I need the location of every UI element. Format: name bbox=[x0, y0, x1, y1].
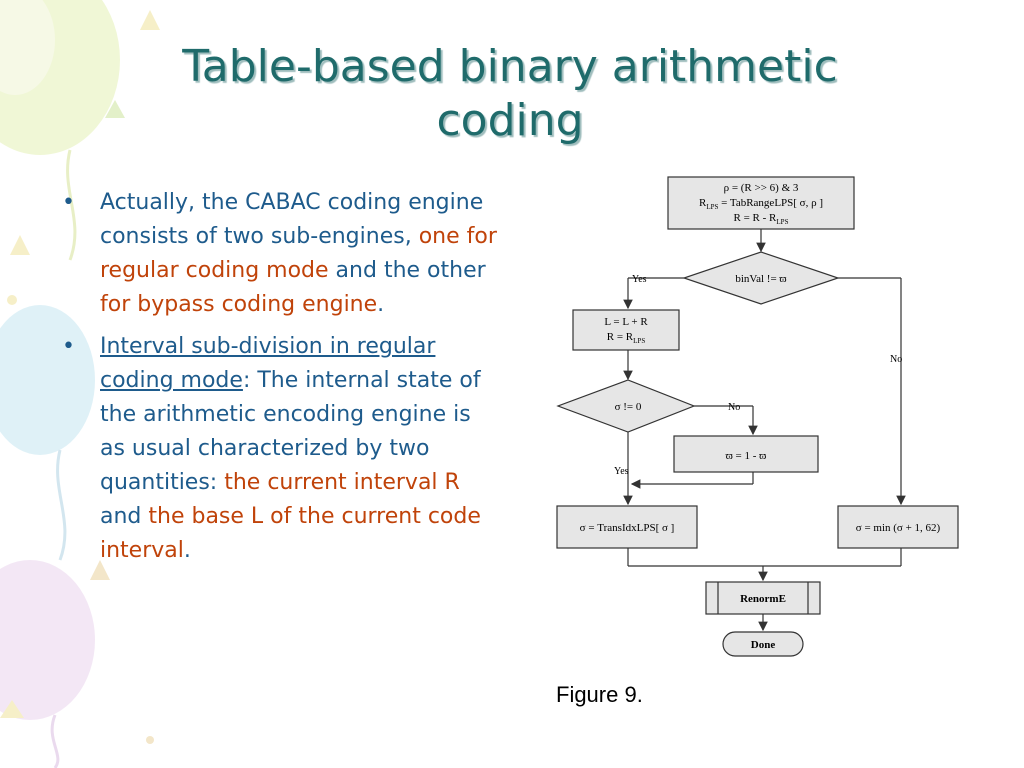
flowchart-box-transidx bbox=[556, 505, 698, 549]
lr-box-line1: L = L + R bbox=[604, 316, 648, 328]
bullet-highlight: the base L of the current code interval bbox=[100, 504, 481, 563]
decision1-label: binVal != ϖ bbox=[735, 273, 786, 285]
bullet-text: : The internal state of the arithmetic e… bbox=[100, 368, 481, 495]
top-box-line1: ρ = (R >> 6) & 3 bbox=[724, 182, 799, 194]
bullet-link[interactable]: Interval sub-division in regular coding … bbox=[100, 334, 436, 393]
decision2-label: σ != 0 bbox=[615, 401, 642, 413]
bullet-highlight: one for regular coding mode bbox=[100, 224, 497, 283]
bullet-item: • Interval sub-division in regular codin… bbox=[62, 330, 502, 568]
yes-label-1: Yes bbox=[632, 274, 647, 285]
done-label: Done bbox=[751, 639, 776, 651]
flowchart-box-lr bbox=[572, 309, 680, 351]
flowchart-box-min bbox=[837, 505, 959, 549]
bullet-highlight: the current interval R bbox=[224, 470, 460, 495]
bullet-text: and bbox=[100, 504, 149, 529]
figure-caption: Figure 9. bbox=[556, 682, 643, 707]
bullet-text: and the other bbox=[328, 258, 486, 283]
bullet-text: . bbox=[377, 292, 385, 317]
yes-label-2: Yes bbox=[614, 466, 629, 477]
transidx-box-label: σ = TransIdxLPS[ σ ] bbox=[580, 522, 675, 534]
no-label-1: No bbox=[890, 354, 902, 365]
bullet-dot-icon: • bbox=[62, 334, 75, 359]
flowchart-box-w bbox=[673, 435, 819, 473]
renorm-box-label: RenormE bbox=[740, 593, 786, 605]
bullet-item: • Actually, the CABAC coding engine cons… bbox=[62, 186, 502, 322]
flowchart-diagram: ρ = (R >> 6) & 3 RLPS = TabRangeLPS[ σ, … bbox=[556, 176, 959, 657]
bullet-text: . bbox=[183, 538, 191, 563]
top-box-line2: RLPS = TabRangeLPS[ σ, ρ ] bbox=[699, 197, 823, 211]
top-box-line3: R = R - RLPS bbox=[734, 212, 789, 226]
lr-box-line2: R = RLPS bbox=[607, 331, 646, 345]
flowchart-decision-binval bbox=[682, 251, 840, 305]
title-line-2: coding bbox=[436, 95, 584, 146]
bullet-list: • Actually, the CABAC coding engine cons… bbox=[62, 186, 502, 576]
slide-title: Table-based binary arithmetic coding bbox=[60, 40, 960, 148]
bullet-dot-icon: • bbox=[62, 190, 75, 215]
flowchart-terminator-done bbox=[722, 631, 804, 657]
no-label-2: No bbox=[728, 402, 740, 413]
bullet-text: Actually, the CABAC coding engine consis… bbox=[100, 190, 484, 249]
w-box-label: ϖ = 1 - ϖ bbox=[726, 450, 767, 462]
min-box-label: σ = min (σ + 1, 62) bbox=[856, 522, 941, 534]
bullet-highlight: for bypass coding engine bbox=[100, 292, 378, 317]
flowchart-box-top bbox=[667, 176, 855, 230]
title-line-1: Table-based binary arithmetic bbox=[182, 41, 838, 92]
flowchart-box-renorm bbox=[705, 581, 821, 615]
